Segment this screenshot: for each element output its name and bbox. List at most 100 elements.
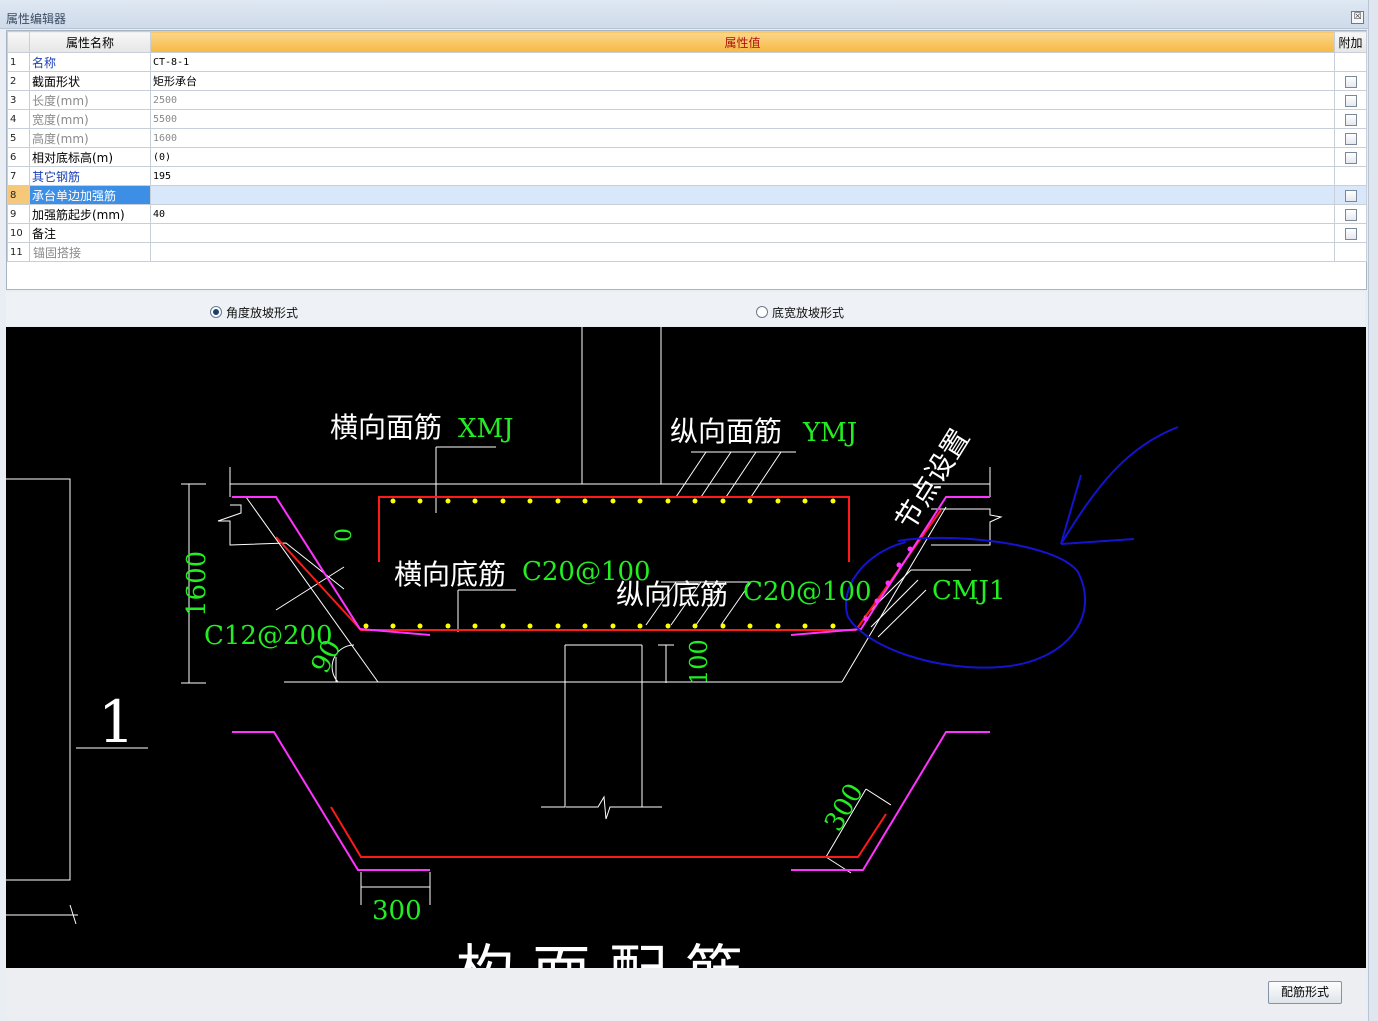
radio-bottom-width-label: 底宽放坡形式 [772,306,845,320]
label-cmj: CMJ1 [932,576,1005,606]
extra-cell [1334,223,1367,243]
extra-cell [1334,71,1367,91]
extra-cell [1334,204,1367,224]
row-number: 11 [7,242,30,262]
header-row-number [7,31,30,53]
extra-checkbox[interactable] [1344,227,1357,240]
label-ymj-code: YMJ [802,418,857,448]
table-row-selected[interactable]: 8 承台单边加强筋 [7,185,1367,205]
side-strip [1368,0,1378,1021]
label-ymj: 纵向面筋 [670,415,782,448]
extra-cell [1334,128,1367,148]
row-number: 6 [7,147,30,167]
table-row[interactable]: 4 宽度(mm) 5500 [7,109,1367,129]
property-name[interactable]: 其它钢筋 [29,166,151,186]
row-number: 9 [7,204,30,224]
row-number: 5 [7,128,30,148]
label-zero: 0 [332,528,357,542]
table-row[interactable]: 2 截面形状 矩形承台 [7,71,1367,91]
property-name[interactable]: 加强筋起步(mm) [29,204,151,224]
property-name[interactable]: 相对底标高(m) [29,147,151,167]
extra-cell [1334,109,1367,129]
row-number: 7 [7,166,30,186]
property-name[interactable]: 高度(mm) [29,128,151,148]
label-cover: 100 [685,639,713,685]
table-row[interactable]: 3 长度(mm) 2500 [7,90,1367,110]
property-name-label: 锚固搭接 [33,245,82,260]
label-side-bar: C12@200 [204,621,333,651]
label-length-bottom: 300 [372,896,422,926]
header-property-value[interactable]: 属性值 [150,31,1335,53]
title-bar: 属性编辑器 ☒ [0,0,1378,29]
property-value[interactable]: CT-8-1 [150,52,1335,72]
extra-cell [1334,185,1367,205]
extra-cell [1334,52,1367,72]
extra-checkbox[interactable] [1344,208,1357,221]
property-name[interactable]: 截面形状 [29,71,151,91]
label-height: 1600 [182,551,212,617]
property-name[interactable]: 备注 [29,223,151,243]
header-extra[interactable]: 附加 [1334,31,1367,53]
table-row[interactable]: 5 高度(mm) 1600 [7,128,1367,148]
rebar-diagram: 横向面筋 XMJ 纵向面筋 YMJ 节点设置 0 横向底筋 C20@100 纵向… [6,327,1179,968]
property-value[interactable]: 195 [150,166,1335,186]
property-value[interactable]: 2500 [150,90,1335,110]
radio-bottom-width-slope[interactable]: 底宽放坡形式 [756,304,844,321]
radio-selected-icon[interactable] [210,306,222,318]
label-length-slope: 300 [819,779,870,837]
table-row[interactable]: 10 备注 [7,223,1367,243]
extra-checkbox[interactable] [1344,151,1357,164]
table-row[interactable]: 7 其它钢筋 195 [7,166,1367,186]
label-ydj: 纵向底筋 [616,578,728,611]
extra-cell [1334,166,1367,186]
table-row[interactable]: 9 加强筋起步(mm) 40 [7,204,1367,224]
property-value[interactable]: (0) [150,147,1335,167]
extra-cell [1334,90,1367,110]
drawing-canvas: 横向面筋 XMJ 纵向面筋 YMJ 节点设置 0 横向底筋 C20@100 纵向… [6,327,1366,968]
label-bottom-title: 构 面 配 筋 [456,938,743,968]
extra-cell [1334,242,1367,262]
row-number: 1 [7,52,30,72]
row-number: 8 [7,185,30,205]
extra-checkbox[interactable] [1344,75,1357,88]
property-value[interactable]: 矩形承台 [150,71,1335,91]
property-grid: 属性名称 属性值 附加 1 名称 CT-8-1 2 截面形状 矩形承台 3 长度… [6,30,1367,290]
window-title: 属性编辑器 [6,12,67,26]
extra-checkbox[interactable] [1344,132,1357,145]
property-value[interactable] [150,223,1335,243]
slope-option-bar: 角度放坡形式 底宽放坡形式 [6,292,1365,326]
property-name[interactable]: 宽度(mm) [29,109,151,129]
property-value[interactable]: 5500 [150,109,1335,129]
footer-bar: 配筋形式 [6,968,1366,1017]
rebar-form-button[interactable]: 配筋形式 [1268,981,1342,1004]
extra-cell [1334,147,1367,167]
table-row[interactable]: 1 名称 CT-8-1 [7,52,1367,72]
radio-unselected-icon[interactable] [756,306,768,318]
label-section-number: 1 [98,688,135,756]
row-number: 10 [7,223,30,243]
label-xdj: 横向底筋 [394,558,506,591]
row-number: 2 [7,71,30,91]
grid-header-row: 属性名称 属性值 附加 [7,31,1367,53]
label-xmj-code: XMJ [458,414,514,444]
property-name[interactable]: +锚固搭接 [29,242,151,262]
property-name[interactable]: 长度(mm) [29,90,151,110]
table-row[interactable]: 11 +锚固搭接 [7,242,1367,262]
property-value[interactable] [150,242,1335,262]
row-number: 3 [7,90,30,110]
radio-angle-label: 角度放坡形式 [226,306,299,320]
table-row[interactable]: 6 相对底标高(m) (0) [7,147,1367,167]
label-ydj-code: C20@100 [743,577,872,607]
extra-checkbox[interactable] [1344,94,1357,107]
property-value[interactable]: 40 [150,204,1335,224]
extra-checkbox[interactable] [1344,113,1357,126]
property-name[interactable]: 承台单边加强筋 [29,185,151,205]
label-xdj-code: C20@100 [522,557,651,587]
header-property-name[interactable]: 属性名称 [29,31,151,53]
radio-angle-slope[interactable]: 角度放坡形式 [210,304,298,321]
property-value[interactable] [150,185,1335,205]
close-icon[interactable]: ☒ [1351,11,1364,24]
extra-checkbox[interactable] [1344,189,1357,202]
property-name[interactable]: 名称 [29,52,151,72]
property-value[interactable]: 1600 [150,128,1335,148]
